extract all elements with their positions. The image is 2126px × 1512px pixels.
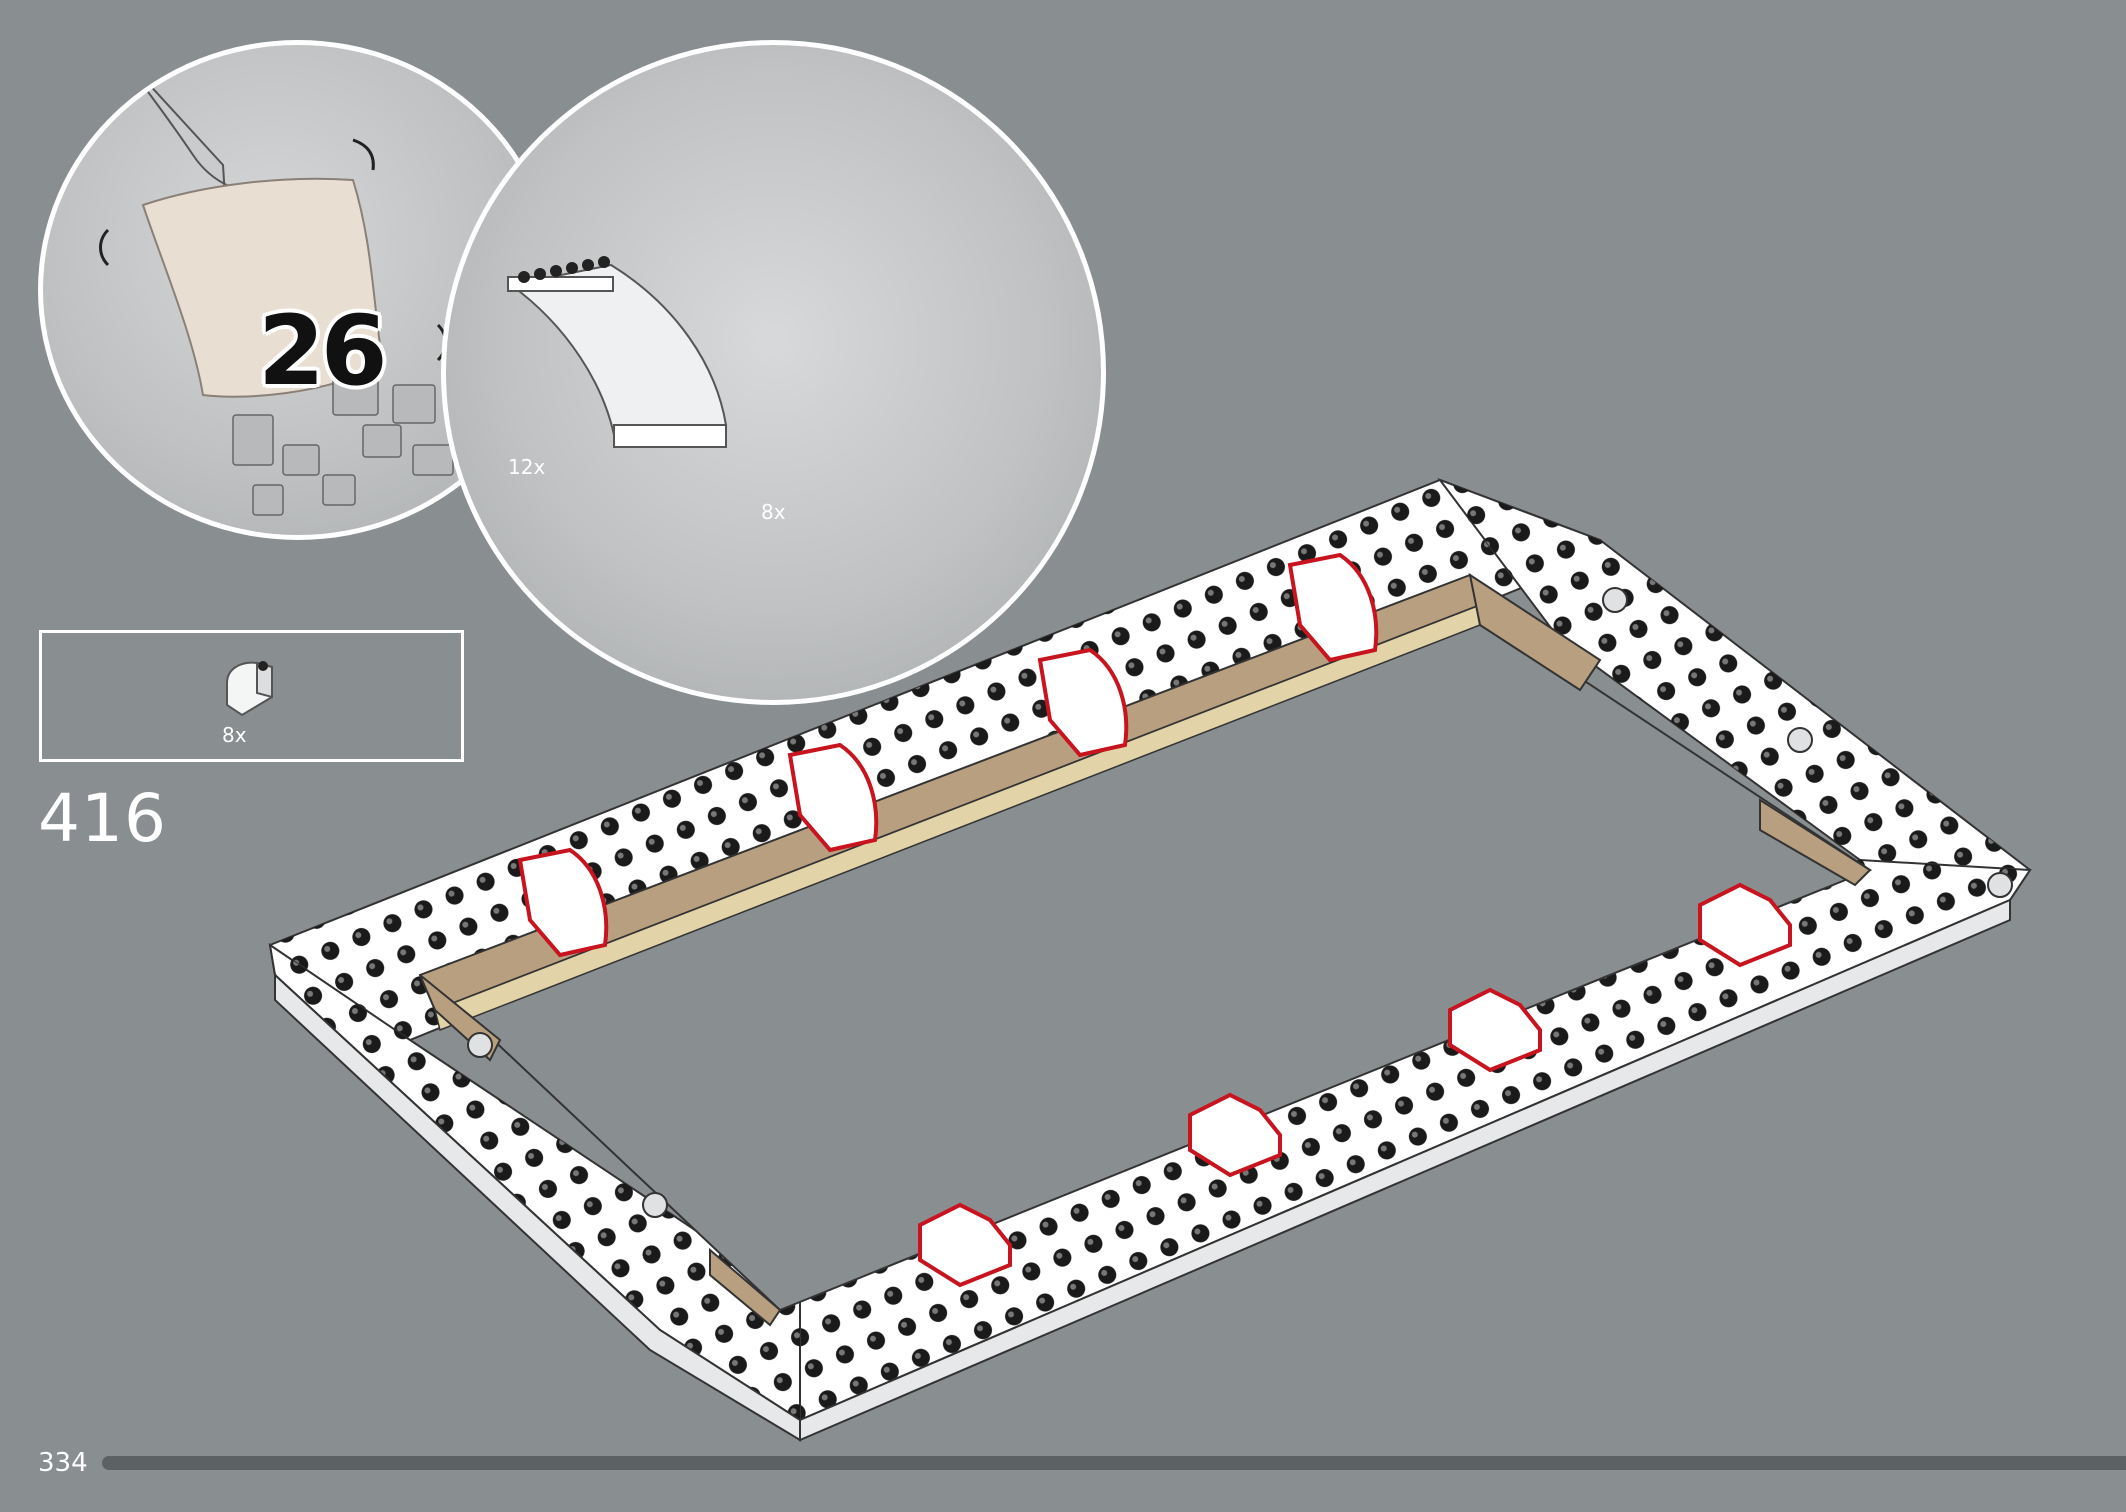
- spilled-bricks-icon: [232, 374, 454, 516]
- page-number: 334: [38, 1448, 88, 1478]
- step-parts-list: 8x: [39, 630, 464, 762]
- parts-callout: 12x 8x: [441, 40, 1106, 705]
- part-quantity: 8x: [222, 723, 247, 747]
- highlighted-pieces-front: [918, 882, 1792, 1288]
- part-quantity: 8x: [761, 500, 786, 524]
- step-number: 416: [38, 780, 167, 857]
- bag-number: 26: [258, 295, 388, 407]
- bag-icon: [141, 177, 385, 398]
- curved-panel-icon: [507, 256, 728, 448]
- white-plate-frame: [268, 477, 2032, 1442]
- highlighted-pieces-back: [517, 552, 1379, 958]
- bag-illustration: [99, 45, 454, 516]
- progress-bar: [102, 1456, 2126, 1470]
- curved-slope-brick-icon: [226, 661, 273, 717]
- part-quantity: 12x: [508, 455, 546, 479]
